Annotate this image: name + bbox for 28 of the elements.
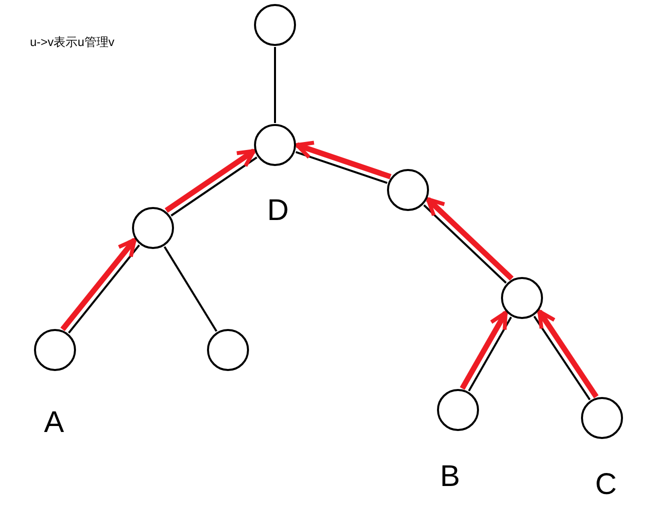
arrow — [460, 310, 508, 390]
arrow — [426, 197, 514, 281]
arrow — [537, 310, 599, 398]
tree-node — [254, 124, 296, 166]
arrow — [164, 148, 256, 213]
tree-edge — [296, 151, 388, 184]
tree-edge — [274, 47, 276, 123]
node-label: B — [440, 462, 460, 492]
tree-edge — [423, 204, 507, 284]
tree-edge — [468, 316, 512, 392]
tree-node — [501, 277, 543, 319]
tree-node — [207, 329, 249, 371]
tree-edge — [68, 244, 140, 334]
tree-node — [387, 169, 429, 211]
tree-edge — [533, 316, 591, 400]
node-label: A — [44, 408, 64, 438]
node-label: C — [595, 470, 617, 500]
tree-node — [254, 4, 296, 46]
tree-edge — [164, 246, 218, 332]
tree-node — [581, 397, 623, 439]
arrow — [295, 140, 392, 180]
tree-node — [437, 389, 479, 431]
note-text: u->v表示u管理v — [30, 36, 114, 48]
tree-node — [34, 329, 76, 371]
arrow — [60, 238, 137, 332]
node-label: D — [267, 196, 289, 226]
tree-node — [132, 207, 174, 249]
tree-edge — [170, 156, 258, 216]
